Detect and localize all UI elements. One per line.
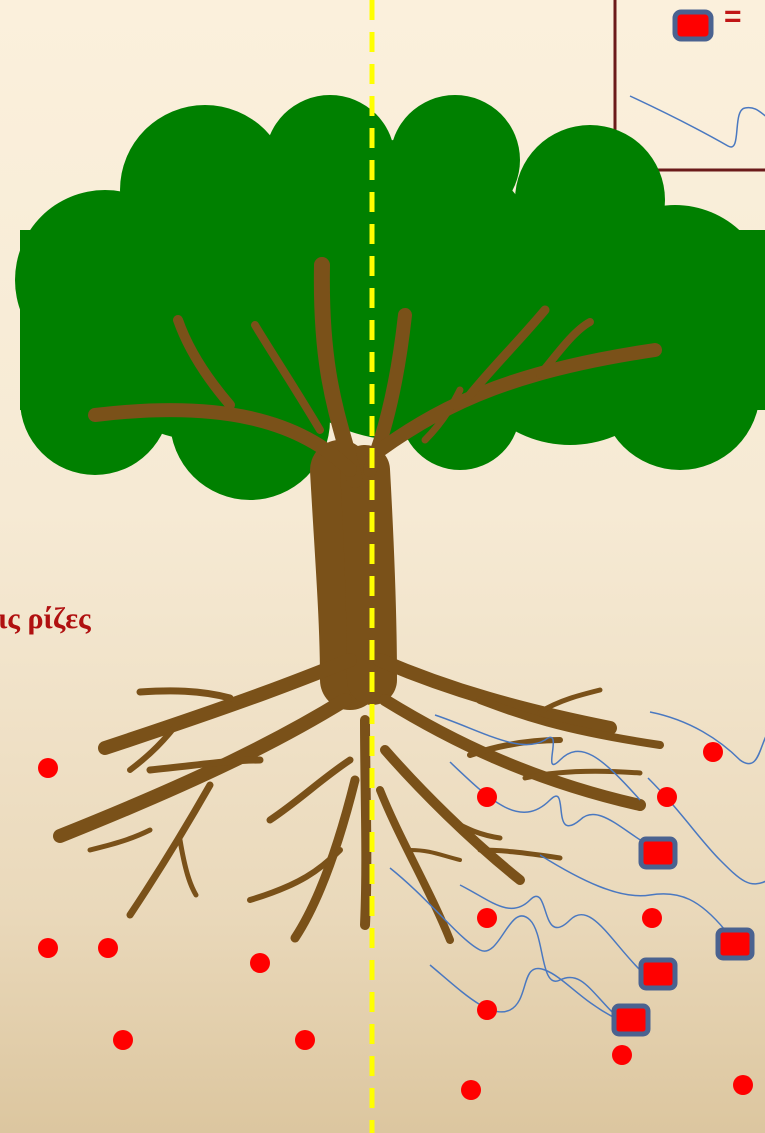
particle bbox=[642, 908, 662, 928]
particle bbox=[477, 908, 497, 928]
wave-path bbox=[430, 965, 615, 1018]
particle bbox=[250, 953, 270, 973]
wave-path bbox=[540, 855, 725, 930]
particle bbox=[113, 1030, 133, 1050]
molecule bbox=[614, 1006, 648, 1034]
molecule bbox=[641, 839, 675, 867]
legend-molecule-icon bbox=[675, 12, 711, 39]
particle bbox=[657, 787, 677, 807]
particle bbox=[703, 742, 723, 762]
particle bbox=[38, 938, 58, 958]
particle bbox=[612, 1045, 632, 1065]
molecules bbox=[614, 839, 752, 1034]
particle bbox=[733, 1075, 753, 1095]
roots-label: ις ρίζες bbox=[0, 602, 91, 636]
legend-wave-line bbox=[630, 96, 765, 147]
particle bbox=[477, 787, 497, 807]
molecule bbox=[641, 960, 675, 988]
legend-equals-sign: = bbox=[724, 2, 742, 32]
particle bbox=[38, 758, 58, 778]
particle bbox=[98, 938, 118, 958]
molecule bbox=[718, 930, 752, 958]
particle bbox=[461, 1080, 481, 1100]
particle bbox=[477, 1000, 497, 1020]
particle bbox=[295, 1030, 315, 1050]
